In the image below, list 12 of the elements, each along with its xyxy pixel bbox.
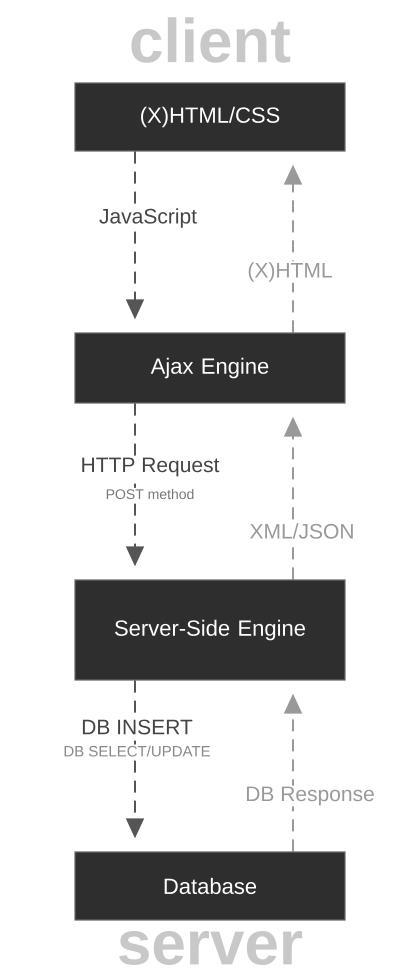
- process-box: Ajax Engine: [74, 332, 346, 404]
- edge-label: XML/JSON: [248, 522, 356, 540]
- edge-sublabel: DB SELECT/UPDATE: [62, 744, 212, 758]
- edge-label: JavaScript: [98, 207, 198, 229]
- edge-sublabel: POST method: [104, 488, 196, 500]
- edge-label: HTTP Request: [80, 456, 220, 478]
- process-box: Server-Side Engine: [74, 579, 346, 681]
- edge-label: (X)HTML: [246, 261, 334, 283]
- process-box: (X)HTML/CSS: [74, 82, 346, 152]
- process-box: Database: [74, 851, 346, 921]
- edge-label: DB Response: [244, 786, 376, 806]
- edge-label: DB INSERT: [80, 718, 194, 736]
